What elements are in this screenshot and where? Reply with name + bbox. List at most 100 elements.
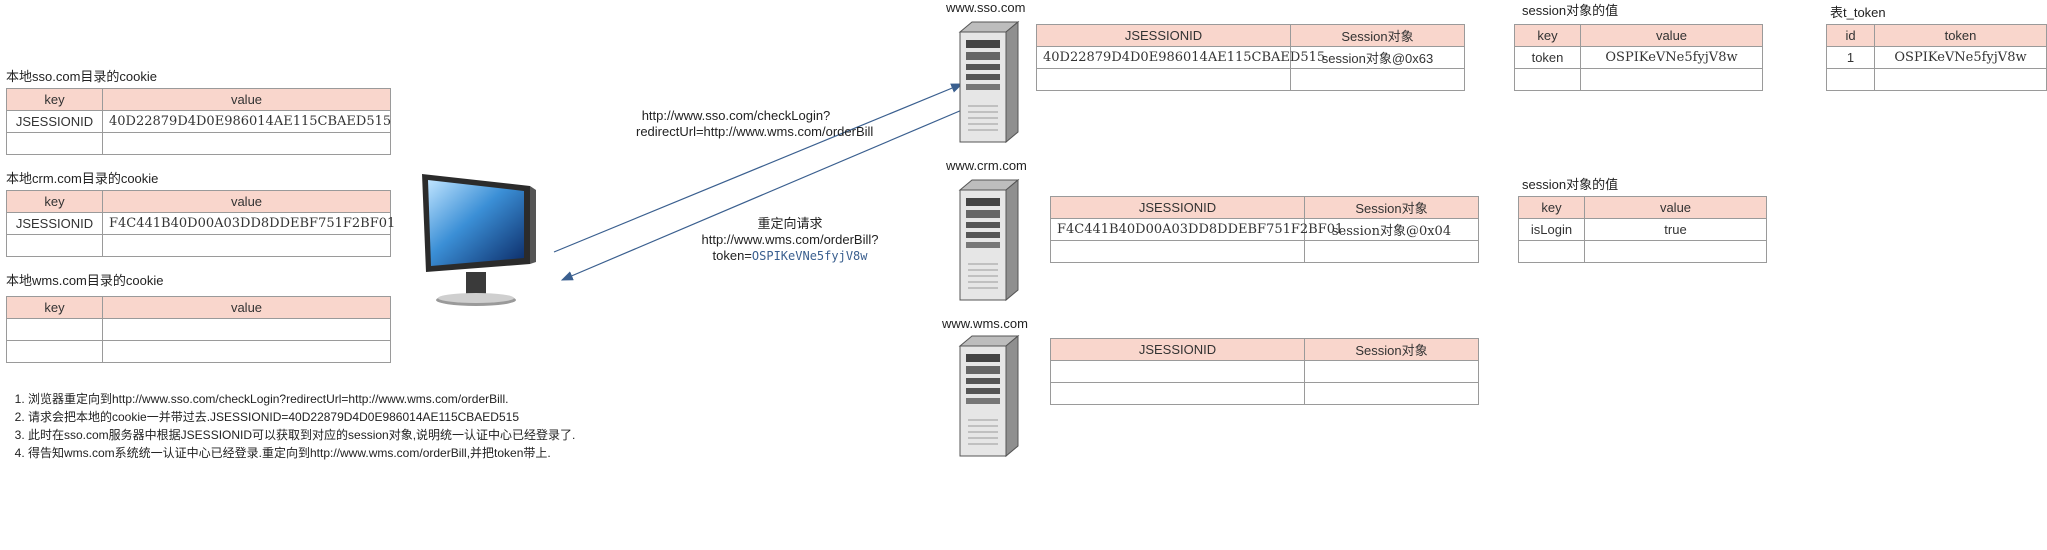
table-header: id [1826,24,1875,47]
server-name-wms: www.wms.com [942,316,1028,331]
token-table: id token 1 OSPIKeVNe5fyjV8w [1826,24,2047,91]
table-cell [1826,68,1875,91]
sso-cookie-title: 本地sso.com目录的cookie [6,69,157,84]
table-cell: 40D22879D4D0E986014AE115CBAED515 [102,110,391,133]
table-cell [102,132,391,155]
sso-cookie-table: key value JSESSIONID 40D22879D4D0E986014… [6,88,391,155]
table-cell: JSESSIONID [6,110,103,133]
table-cell [102,234,391,257]
crm-session-values-table: key value isLogin true [1518,196,1767,263]
sso-session-values-table: key value token OSPIKeVNe5fyjV8w [1514,24,1763,91]
table-cell [1874,68,2047,91]
request-label-line: http://www.sso.com/checkLogin? [641,108,831,123]
table-header: value [102,190,391,213]
table-cell [1050,240,1305,263]
token-value: OSPIKeVNe5fyjV8w [751,249,868,263]
table-row [1036,68,1465,91]
table-header: token [1874,24,2047,47]
token-table-title: 表t_token [1830,5,1886,20]
table-header: value [102,88,391,111]
table-row [1050,382,1479,405]
request-arrow [553,83,964,253]
table-cell [1050,360,1305,383]
crm-cookie-table: key value JSESSIONID F4C441B40D00A03DD8D… [6,190,395,257]
arrows-layer [553,83,964,281]
list-item: 浏览器重定向到http://www.sso.com/checkLogin?red… [28,390,575,408]
table-row: token OSPIKeVNe5fyjV8w [1514,46,1763,69]
table-cell [1036,68,1291,91]
table-cell: OSPIKeVNe5fyjV8w [1874,46,2047,69]
list-item: 得告知wms.com系统统一认证中心已经登录.重定向到http://www.wm… [28,444,575,462]
table-cell: isLogin [1518,218,1585,241]
table-row: F4C441B40D00A03DD8DDEBF751F2BF01 session… [1050,218,1479,241]
table-row: isLogin true [1518,218,1767,241]
server-icon-crm [958,178,1020,302]
monitor-icon [422,174,536,306]
table-cell [102,340,391,363]
table-cell [1304,360,1479,383]
request-label-line: redirectUrl=http://www.wms.com/orderBill [636,124,874,139]
table-row [1050,360,1479,383]
crm-cookie-title: 本地crm.com目录的cookie [6,171,159,186]
table-row [1514,68,1763,91]
redirect-label-line: 重定向请求 [757,216,823,231]
wms-session-table: JSESSIONID Session对象 [1050,338,1479,405]
token-table-clip: id token 1 OSPIKeVNe5fyjV8w [1826,24,2047,96]
wms-cookie-title: 本地wms.com目录的cookie [6,273,164,288]
sso-session-values-title: session对象的值 [1522,3,1619,18]
table-header: JSESSIONID [1050,338,1305,361]
table-cell [1050,382,1305,405]
table-cell: true [1584,218,1767,241]
table-header: value [1580,24,1763,47]
table-row: 40D22879D4D0E986014AE115CBAED515 session… [1036,46,1465,69]
table-row: 1 OSPIKeVNe5fyjV8w [1826,46,2047,69]
table-header: Session对象 [1290,24,1465,47]
table-cell: 40D22879D4D0E986014AE115CBAED515 [1036,46,1325,69]
table-row [6,132,391,155]
crm-session-values-title: session对象的值 [1522,177,1619,192]
table-cell [1580,68,1763,91]
table-header: JSESSIONID [1036,24,1291,47]
table-cell [1584,240,1767,263]
wms-cookie-table: key value [6,296,391,363]
table-cell: session对象@0x04 [1304,218,1479,241]
table-row [1518,240,1767,263]
server-icon-wms [958,334,1020,458]
table-header: key [6,190,103,213]
notes-list: 浏览器重定向到http://www.sso.com/checkLogin?red… [0,390,575,462]
redirect-label: 重定向请求 http://www.wms.com/orderBill? toke… [690,216,890,264]
table-cell [1514,68,1581,91]
list-item: 请求会把本地的cookie一并带过去.JSESSIONID=40D22879D4… [28,408,575,426]
table-header: Session对象 [1304,196,1479,219]
table-cell [1518,240,1585,263]
token-prefix: token= [712,248,752,263]
table-header: value [102,296,391,319]
redirect-arrow [560,109,963,281]
table-row: JSESSIONID 40D22879D4D0E986014AE115CBAED… [6,110,391,133]
redirect-label-line: http://www.wms.com/orderBill? [701,232,879,247]
table-header: value [1584,196,1767,219]
sso-session-table: JSESSIONID Session对象 40D22879D4D0E986014… [1036,24,1465,91]
server-icon-sso [958,20,1020,144]
table-header: key [6,296,103,319]
table-header: Session对象 [1304,338,1479,361]
list-item: 此时在sso.com服务器中根据JSESSIONID可以获取到对应的sessio… [28,426,575,444]
table-row [1050,240,1479,263]
server-name-sso: www.sso.com [946,0,1026,15]
crm-session-table: JSESSIONID Session对象 F4C441B40D00A03DD8D… [1050,196,1479,263]
table-row [1826,68,2047,91]
table-cell [1304,240,1479,263]
table-header: key [6,88,103,111]
table-cell [1304,382,1479,405]
table-cell: OSPIKeVNe5fyjV8w [1580,46,1763,69]
table-header: key [1514,24,1581,47]
server-name-crm: www.crm.com [946,158,1027,173]
table-cell: F4C441B40D00A03DD8DDEBF751F2BF01 [1050,218,1343,241]
redirect-label-line: token=OSPIKeVNe5fyjV8w [690,248,890,264]
table-header: JSESSIONID [1050,196,1305,219]
table-row [6,340,391,363]
table-cell [1290,68,1465,91]
table-cell: 1 [1826,46,1875,69]
table-row [6,234,391,257]
table-cell: token [1514,46,1581,69]
